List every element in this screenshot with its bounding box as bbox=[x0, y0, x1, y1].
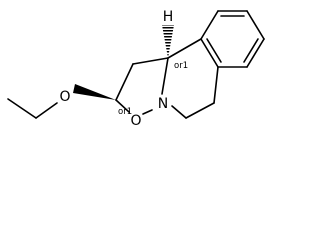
bond-ar-double-2 bbox=[243, 38, 259, 63]
bond-ch2-ch3 bbox=[7, 98, 37, 119]
bond-c10b-n bbox=[161, 57, 169, 95]
piperidine-ring bbox=[161, 38, 219, 119]
ethoxy-group bbox=[7, 84, 116, 119]
atom-label-n: N bbox=[158, 96, 168, 112]
bond-c2-o bbox=[115, 99, 130, 113]
bond-c1-c2 bbox=[115, 63, 134, 101]
wedge-bond-c2-o bbox=[73, 84, 116, 100]
bond-c10a-c10b bbox=[167, 38, 202, 59]
bond-c6-c6a bbox=[213, 66, 219, 104]
bond-ar6 bbox=[200, 10, 219, 40]
chemical-structure: H O O N or1 or1 bbox=[7, 9, 265, 129]
hashed-wedge-h bbox=[162, 25, 174, 58]
bond-ar5 bbox=[200, 38, 219, 68]
bond-c5-c6 bbox=[185, 102, 215, 119]
bond-o-n bbox=[142, 109, 153, 115]
atom-label-o-ring: O bbox=[130, 113, 141, 129]
bond-ar-double-3 bbox=[206, 38, 222, 63]
bond-o-ch2 bbox=[35, 102, 58, 119]
stereo-label-c10b: or1 bbox=[174, 61, 188, 71]
bond-c10b-c1 bbox=[132, 57, 169, 65]
bond-n-c5 bbox=[171, 105, 187, 119]
isoxazolidine-ring bbox=[115, 57, 169, 115]
atom-label-h: H bbox=[163, 9, 174, 25]
benzene-ring bbox=[200, 10, 265, 68]
bond-ar2 bbox=[246, 10, 265, 40]
atom-label-o-ether: O bbox=[59, 89, 70, 105]
bond-ar3 bbox=[246, 38, 265, 68]
stereo-label-c2: or1 bbox=[118, 107, 132, 117]
